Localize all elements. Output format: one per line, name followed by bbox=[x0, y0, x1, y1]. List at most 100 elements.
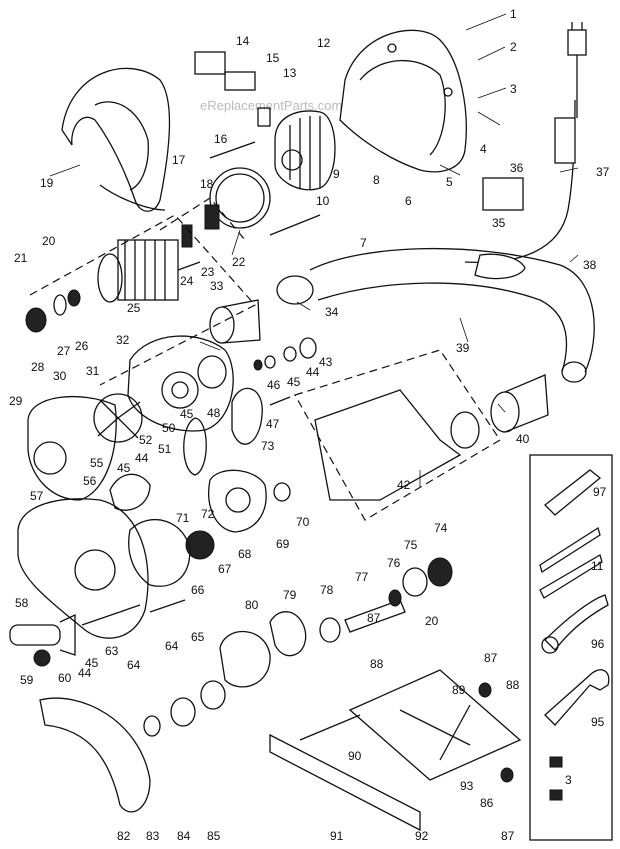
label-24: 24 bbox=[180, 274, 194, 288]
part-switch bbox=[194, 51, 226, 75]
label-34: 34 bbox=[325, 305, 339, 319]
label-44c: 44 bbox=[78, 666, 92, 680]
label-56: 56 bbox=[83, 474, 97, 488]
label-83: 83 bbox=[146, 829, 160, 843]
part-guide-11 bbox=[539, 526, 601, 574]
label-59: 59 bbox=[20, 673, 34, 687]
part-small-bearings bbox=[253, 337, 317, 371]
part-bearing-74 bbox=[427, 557, 453, 587]
part-bearing-75 bbox=[402, 567, 428, 597]
label-69: 69 bbox=[276, 537, 290, 551]
part-gear-housing bbox=[127, 335, 234, 432]
label-64: 64 bbox=[127, 658, 141, 672]
part-nut-60 bbox=[33, 649, 51, 667]
part-lower-guard bbox=[39, 697, 151, 813]
label-8: 8 bbox=[373, 173, 380, 187]
label-72: 72 bbox=[201, 507, 215, 521]
label-7: 7 bbox=[360, 236, 367, 250]
part-bolt-65 bbox=[149, 599, 186, 613]
part-brush-3a bbox=[549, 756, 563, 768]
part-gear-67 bbox=[185, 530, 215, 560]
part-wingnut-87 bbox=[500, 767, 514, 783]
part-washer-26 bbox=[53, 294, 67, 316]
label-45b: 45 bbox=[180, 407, 194, 421]
label-84: 84 bbox=[177, 829, 191, 843]
label-93: 93 bbox=[460, 779, 474, 793]
label-71: 71 bbox=[176, 511, 190, 525]
label-82: 82 bbox=[117, 829, 131, 843]
part-dust-hose bbox=[309, 247, 595, 383]
label-88: 88 bbox=[370, 657, 384, 671]
label-43: 43 bbox=[319, 355, 333, 369]
label-60: 60 bbox=[58, 671, 72, 685]
part-outer-guard bbox=[17, 498, 149, 639]
label-57: 57 bbox=[30, 489, 44, 503]
label-87b: 87 bbox=[484, 651, 498, 665]
label-48: 48 bbox=[207, 406, 221, 420]
part-belt-50 bbox=[183, 417, 207, 476]
label-70: 70 bbox=[296, 515, 310, 529]
part-base-plate bbox=[348, 669, 522, 781]
label-44b: 44 bbox=[135, 451, 149, 465]
label-33: 33 bbox=[210, 279, 224, 293]
label-87: 87 bbox=[367, 611, 381, 625]
label-36: 36 bbox=[510, 161, 524, 175]
label-23: 23 bbox=[201, 265, 215, 279]
label-26: 26 bbox=[75, 339, 89, 353]
label-29: 29 bbox=[9, 394, 23, 408]
label-75: 75 bbox=[404, 538, 418, 552]
label-44: 44 bbox=[306, 365, 320, 379]
part-belt-79 bbox=[269, 611, 307, 657]
label-3: 3 bbox=[510, 82, 517, 96]
part-pinion-18 bbox=[204, 204, 220, 230]
part-belt-80 bbox=[219, 630, 271, 688]
part-inner-guard bbox=[27, 395, 117, 501]
part-bearing-48 bbox=[197, 355, 227, 389]
label-38: 38 bbox=[583, 258, 597, 272]
part-flange-85 bbox=[200, 680, 226, 710]
label-68: 68 bbox=[238, 547, 252, 561]
label-13: 13 bbox=[283, 66, 297, 80]
label-66: 66 bbox=[191, 583, 205, 597]
label-17: 17 bbox=[172, 153, 186, 167]
label-20b: 20 bbox=[425, 614, 439, 628]
label-12: 12 bbox=[317, 36, 331, 50]
watermark: eReplacementParts.com bbox=[200, 98, 342, 113]
label-37: 37 bbox=[596, 165, 610, 179]
label-42: 42 bbox=[397, 478, 411, 492]
dashed-group-bearings bbox=[159, 197, 246, 241]
label-78: 78 bbox=[320, 583, 334, 597]
label-20: 20 bbox=[42, 234, 56, 248]
part-screw-10 bbox=[269, 214, 321, 236]
label-45c: 45 bbox=[117, 461, 131, 475]
label-3b: 3 bbox=[565, 773, 572, 787]
label-2: 2 bbox=[510, 40, 517, 54]
part-wrench-95 bbox=[544, 669, 610, 726]
part-cover-66 bbox=[128, 519, 191, 587]
part-dust-bag bbox=[294, 349, 549, 521]
label-45: 45 bbox=[287, 375, 301, 389]
part-screw-17 bbox=[209, 141, 256, 159]
label-89: 89 bbox=[452, 683, 466, 697]
part-label-36 bbox=[482, 177, 524, 211]
label-85: 85 bbox=[207, 829, 221, 843]
label-91: 91 bbox=[330, 829, 344, 843]
part-spindle bbox=[319, 589, 406, 643]
label-55: 55 bbox=[90, 456, 104, 470]
label-18: 18 bbox=[200, 177, 214, 191]
label-14: 14 bbox=[236, 34, 250, 48]
label-77: 77 bbox=[355, 570, 369, 584]
label-11: 11 bbox=[591, 559, 604, 573]
accessory-box bbox=[529, 454, 613, 841]
part-rear-handle bbox=[61, 67, 171, 212]
label-6: 6 bbox=[405, 194, 412, 208]
part-shaft-47 bbox=[269, 396, 291, 406]
label-39: 39 bbox=[456, 341, 470, 355]
label-46: 46 bbox=[267, 378, 281, 392]
label-21: 21 bbox=[14, 251, 28, 265]
label-10: 10 bbox=[316, 194, 330, 208]
label-1: 1 bbox=[510, 7, 517, 21]
part-motor-housing bbox=[339, 29, 467, 173]
label-67: 67 bbox=[218, 562, 232, 576]
